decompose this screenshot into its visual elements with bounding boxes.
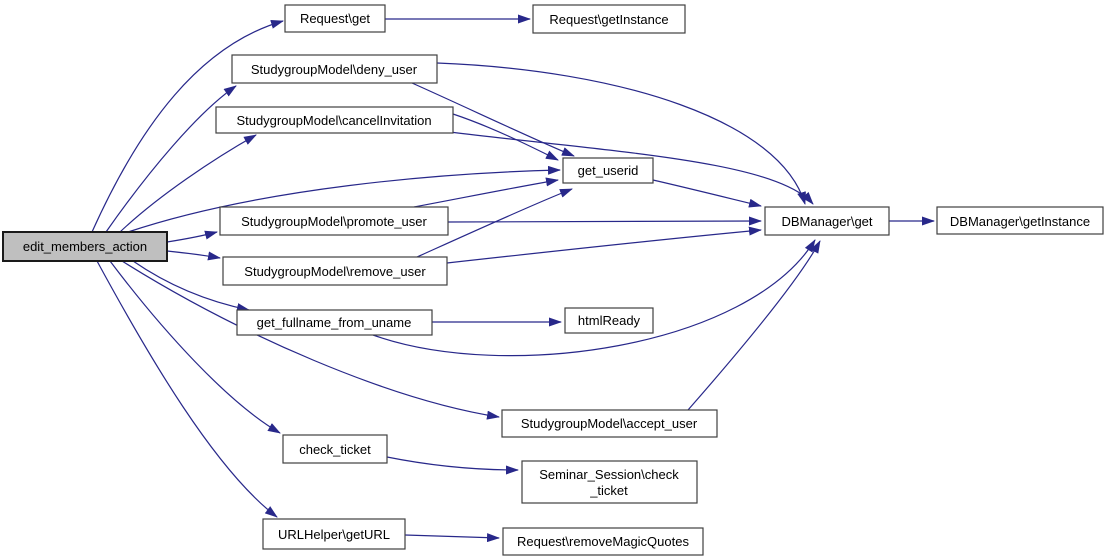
node-studygroupmodel-cancelinvitation[interactable]: StudygroupModel\cancelInvitation: [215, 106, 454, 134]
node-box: [262, 518, 406, 550]
node-label: get_fullname_from_uname: [257, 315, 412, 330]
node-box: [219, 206, 449, 236]
edge-layer: [91, 14, 935, 543]
node-htmlready[interactable]: htmlReady: [564, 307, 654, 334]
edge-deny-user-to-dbmanager-get: [436, 62, 806, 205]
node-box: [564, 307, 654, 334]
edge-edit-members-action-to-cancelinvitation: [119, 134, 257, 233]
node-label: StudygroupModel\cancelInvitation: [236, 113, 431, 128]
node-box: [562, 157, 654, 184]
node-studygroupmodel-remove-user[interactable]: StudygroupModel\remove_user: [222, 256, 448, 286]
node-box: [2, 231, 168, 262]
edge-get-fullname-from-uname-to-dbmanager-get: [372, 239, 816, 357]
edge-remove-user-to-get-userid: [416, 188, 573, 258]
node-box: [764, 206, 890, 236]
edge-accept-user-to-dbmanager-get: [687, 240, 821, 411]
node-box: [936, 206, 1104, 235]
node-label: StudygroupModel\remove_user: [244, 264, 426, 279]
node-box: [501, 409, 718, 438]
node-box: [215, 106, 454, 134]
node-label: Request\get: [300, 11, 370, 26]
edge-deny-user-to-get-userid: [411, 82, 575, 157]
node-box: [231, 54, 438, 84]
node-studygroupmodel-deny-user[interactable]: StudygroupModel\deny_user: [231, 54, 438, 84]
edge-check-ticket-to-seminar-session-check-ticket: [386, 456, 519, 475]
node-dbmanager-get[interactable]: DBManager\get: [764, 206, 890, 236]
edge-urlhelper-geturl-to-request-removemagicquotes: [404, 533, 500, 543]
node-request-getinstance[interactable]: Request\getInstance: [532, 4, 686, 34]
node-box: [282, 434, 388, 464]
edge-promote-user-to-dbmanager-get: [447, 216, 762, 226]
node-box: [532, 4, 686, 34]
node-studygroupmodel-accept-user[interactable]: StudygroupModel\accept_user: [501, 409, 718, 438]
node-box: [222, 256, 448, 286]
node-label: Request\getInstance: [549, 12, 668, 27]
node-label: edit_members_action: [23, 239, 147, 254]
edge-edit-members-action-to-request-get: [91, 20, 284, 233]
node-check-ticket[interactable]: check_ticket: [282, 434, 388, 464]
edge-cancelinvitation-to-dbmanager-get: [449, 131, 814, 205]
edge-get-userid-to-dbmanager-get: [652, 179, 762, 208]
edge-promote-user-to-get-userid: [413, 177, 559, 208]
node-label-line2: _ticket: [589, 483, 628, 498]
edge-edit-members-action-to-accept-user: [121, 260, 500, 420]
edge-edit-members-action-to-remove-user: [166, 250, 221, 261]
node-urlhelper-geturl[interactable]: URLHelper\getURL: [262, 518, 406, 550]
node-label: htmlReady: [578, 313, 641, 328]
node-seminar-session-check-ticket[interactable]: Seminar_Session\check _ticket: [521, 460, 698, 504]
node-label: URLHelper\getURL: [278, 527, 390, 542]
node-studygroupmodel-promote-user[interactable]: StudygroupModel\promote_user: [219, 206, 449, 236]
node-label-line1: Seminar_Session\check: [539, 467, 679, 482]
edge-edit-members-action-to-get-fullname-from-uname: [132, 260, 250, 312]
node-box: [284, 4, 386, 33]
node-box: [521, 460, 698, 504]
edge-edit-members-action-to-deny-user: [105, 85, 237, 233]
node-label: DBManager\getInstance: [950, 214, 1090, 229]
node-label: check_ticket: [299, 442, 371, 457]
node-label: Request\removeMagicQuotes: [517, 534, 689, 549]
node-box: [502, 527, 704, 556]
node-label: StudygroupModel\accept_user: [521, 416, 698, 431]
edge-remove-user-to-dbmanager-get: [446, 226, 762, 264]
edge-edit-members-action-to-get-userid: [127, 165, 561, 233]
node-edit-members-action[interactable]: edit_members_action: [2, 231, 168, 262]
node-label: DBManager\get: [781, 214, 872, 229]
node-get-userid[interactable]: get_userid: [562, 157, 654, 184]
node-request-removemagicquotes[interactable]: Request\removeMagicQuotes: [502, 527, 704, 556]
node-label: StudygroupModel\deny_user: [251, 62, 418, 77]
edge-edit-members-action-to-urlhelper-geturl: [96, 260, 278, 518]
node-dbmanager-getinstance[interactable]: DBManager\getInstance: [936, 206, 1104, 235]
edge-cancelinvitation-to-get-userid: [452, 113, 559, 161]
edge-edit-members-action-to-check-ticket: [109, 260, 281, 434]
node-box: [236, 309, 433, 336]
edge-edit-members-action-to-promote-user: [166, 230, 218, 243]
node-label: get_userid: [578, 163, 639, 178]
node-get-fullname-from-uname[interactable]: get_fullname_from_uname: [236, 309, 433, 336]
node-label: StudygroupModel\promote_user: [241, 214, 427, 229]
node-request-get[interactable]: Request\get: [284, 4, 386, 33]
